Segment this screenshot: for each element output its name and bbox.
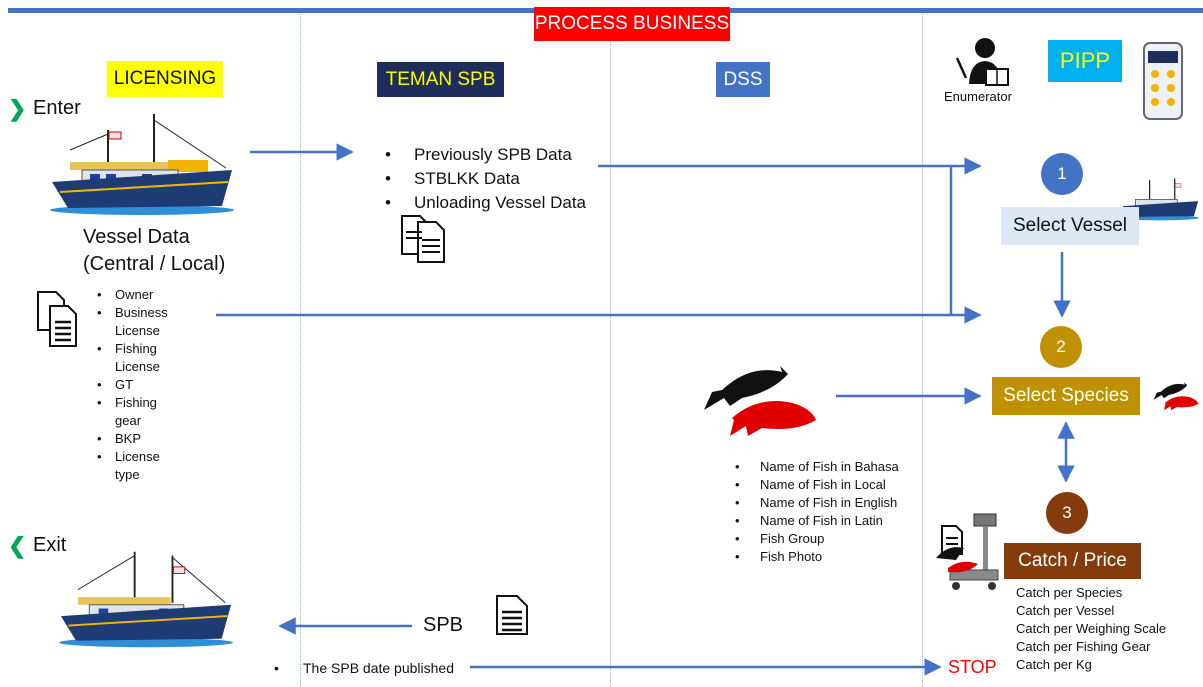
list-item: BKP [93, 430, 183, 448]
spb-label: SPB [423, 614, 464, 636]
catch-price-label: Catch / Price [1004, 543, 1141, 579]
weighing-scale-icon [936, 513, 999, 590]
list-item: Name of Fish in Local [731, 476, 899, 494]
list-item: Catch per Fishing Gear [1016, 639, 1151, 654]
list-item: Business License [93, 304, 183, 340]
enter-label: Enter [33, 97, 81, 119]
teman-spb-list: Previously SPB Data STBLKK Data Unloadin… [381, 143, 586, 215]
fish-icon [1153, 382, 1199, 411]
select-vessel-label: Select Vessel [1001, 207, 1139, 245]
fish-icon [704, 366, 816, 436]
list-item: Catch per Species [1016, 585, 1123, 600]
enumerator-label: Enumerator [944, 89, 1012, 104]
phone-icon [1143, 42, 1183, 120]
vessel-data-line2: (Central / Local) [83, 253, 226, 275]
exit-chevron-icon: ❮ [8, 533, 27, 558]
list-item: Catch per Kg [1016, 657, 1092, 672]
document-icon [496, 595, 528, 635]
list-item: Owner [93, 286, 183, 304]
list-item: Unloading Vessel Data [381, 191, 586, 215]
document-stack-icon [401, 215, 445, 263]
list-item: Fish Group [731, 530, 899, 548]
list-item: License type [93, 448, 183, 484]
step-2-circle: 2 [1040, 326, 1082, 368]
fish-fields-list: Name of Fish in Bahasa Name of Fish in L… [731, 458, 899, 566]
step-3-circle: 3 [1046, 492, 1088, 534]
list-item: Previously SPB Data [381, 143, 586, 167]
fishing-vessel-icon [50, 114, 234, 215]
list-item: The SPB date published [270, 659, 454, 677]
list-item: Name of Fish in Latin [731, 512, 899, 530]
fishing-vessel-icon [59, 551, 233, 648]
spb-date-list: The SPB date published [270, 659, 454, 677]
list-item: Fishing License [93, 340, 183, 376]
enumerator-icon [955, 38, 1009, 86]
list-item: Fishing gear [93, 394, 183, 430]
step-1-circle: 1 [1041, 153, 1083, 195]
list-item: Name of Fish in Bahasa [731, 458, 899, 476]
enter-chevron-icon: ❯ [8, 96, 27, 121]
lane-licensing: LICENSING [107, 61, 223, 97]
lane-divider [610, 14, 611, 687]
vessel-data-title: Vessel Data (Central / Local) [83, 224, 225, 278]
list-item: Catch per Vessel [1016, 603, 1115, 618]
select-species-label: Select Species [992, 377, 1140, 415]
lane-pipp: PIPP [1048, 40, 1122, 82]
list-item: Fish Photo [731, 548, 899, 566]
document-stack-icon [37, 291, 77, 347]
lane-dss: DSS [716, 62, 770, 97]
catch-items-list: Catch per Species Catch per Vessel Catch… [1016, 584, 1166, 674]
exit-label: Exit [33, 534, 67, 556]
stop-label: STOP [948, 657, 997, 677]
diagram-title: PROCESS BUSINESS [534, 7, 730, 41]
lane-teman-spb: TEMAN SPB [377, 62, 504, 97]
lane-divider [922, 14, 923, 687]
vessel-data-line1: Vessel Data [83, 226, 190, 248]
list-item: Name of Fish in English [731, 494, 899, 512]
list-item: STBLKK Data [381, 167, 586, 191]
list-item: Catch per Weighing Scale [1016, 621, 1167, 636]
fishing-vessel-icon [1122, 178, 1199, 221]
vessel-fields-list: Owner Business License Fishing License G… [93, 286, 183, 484]
list-item: GT [93, 376, 183, 394]
lane-divider [300, 14, 301, 687]
